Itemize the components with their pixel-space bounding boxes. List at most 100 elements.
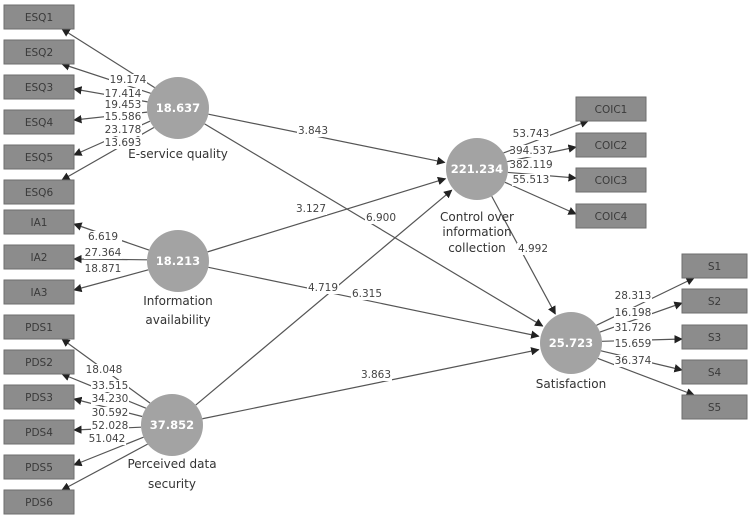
indicator-box[interactable]	[3, 489, 75, 515]
outer-loading-label: 17.414	[104, 88, 142, 100]
label-background	[512, 174, 550, 186]
loading-edge-ia2	[73, 254, 148, 264]
indicator-coic1[interactable]: COIC1	[575, 96, 647, 122]
indicator-pds4[interactable]: PDS4	[3, 419, 75, 445]
edge-labels-layer: 3.8436.9003.1276.3154.7193.8634.99219.17…	[84, 74, 652, 445]
indicator-esq2[interactable]: ESQ2	[3, 39, 75, 65]
indicator-ia2[interactable]: IA2	[3, 244, 75, 270]
indicator-box[interactable]	[575, 167, 647, 193]
indicator-esq3[interactable]: ESQ3	[3, 74, 75, 100]
indicator-pds2[interactable]: PDS2	[3, 349, 75, 375]
indicator-pds5[interactable]: PDS5	[3, 454, 75, 480]
indicator-pds3[interactable]: PDS3	[3, 384, 75, 410]
outer-loading-label: 19.174	[109, 74, 147, 86]
indicator-s5[interactable]: S5	[681, 394, 748, 420]
construct-circle[interactable]	[540, 312, 602, 374]
outer-loading-label: 6.619	[84, 231, 122, 243]
path-ia-to-coic	[207, 176, 447, 253]
indicator-box[interactable]	[3, 244, 75, 270]
indicator-ia3[interactable]: IA3	[3, 279, 75, 305]
path-coefficient-label: 3.127	[295, 203, 327, 215]
path-coefficient-label: 3.863	[360, 369, 392, 381]
construct-circle[interactable]	[147, 77, 209, 139]
path-coefficient-label: 4.992	[517, 243, 549, 255]
indicator-box[interactable]	[3, 384, 75, 410]
outer-loading-label: 30.592	[91, 407, 129, 419]
construct-name: Information	[143, 294, 212, 308]
label-background	[307, 282, 339, 294]
label-background	[104, 124, 142, 136]
indicator-box[interactable]	[3, 109, 75, 135]
indicator-s3[interactable]: S3	[681, 324, 748, 350]
indicator-s4[interactable]: S4	[681, 359, 748, 385]
label-background	[517, 243, 549, 255]
indicator-box[interactable]	[681, 359, 748, 385]
path-ia-to-s	[208, 266, 540, 339]
indicator-coic3[interactable]: COIC3	[575, 167, 647, 193]
indicator-pds1[interactable]: PDS1	[3, 314, 75, 340]
outer-loading-label: 19.453	[104, 99, 142, 111]
loading-edge-pds6	[61, 443, 148, 491]
outer-loading-label: 52.028	[91, 420, 129, 432]
indicator-box[interactable]	[3, 179, 75, 205]
indicator-box[interactable]	[3, 144, 75, 170]
outer-loading-value: 28.313	[615, 290, 652, 302]
label-background	[91, 407, 129, 419]
indicator-box[interactable]	[681, 288, 748, 314]
loading-edge-ia3	[73, 269, 149, 293]
indicator-box[interactable]	[575, 132, 647, 158]
construct-name: availability	[145, 313, 210, 327]
label-background	[512, 159, 550, 171]
indicator-coic2[interactable]: COIC2	[575, 132, 647, 158]
indicator-label: COIC2	[595, 140, 628, 152]
construct-circle[interactable]	[141, 394, 203, 456]
outer-loading-label: 36.374	[614, 355, 652, 367]
indicator-label: COIC1	[595, 104, 628, 116]
indicator-esq4[interactable]: ESQ4	[3, 109, 75, 135]
construct-name: security	[148, 477, 196, 491]
construct-circle[interactable]	[446, 138, 508, 200]
indicator-box[interactable]	[3, 209, 75, 235]
outer-loading-value: 18.871	[85, 263, 122, 275]
indicator-box[interactable]	[575, 203, 647, 229]
label-background	[512, 145, 550, 157]
indicator-box[interactable]	[681, 394, 748, 420]
indicator-ia1[interactable]: IA1	[3, 209, 75, 235]
outer-loading-value: 23.178	[105, 124, 142, 136]
indicator-box[interactable]	[3, 74, 75, 100]
indicator-label: ESQ3	[25, 82, 53, 94]
loading-edge-esq6	[61, 126, 155, 181]
indicator-s2[interactable]: S2	[681, 288, 748, 314]
indicator-box[interactable]	[3, 39, 75, 65]
indicator-label: PDS4	[25, 427, 53, 439]
indicator-box[interactable]	[3, 314, 75, 340]
path-coefficient-value: 3.127	[296, 203, 326, 215]
construct-value: 25.723	[549, 336, 593, 350]
indicator-label: IA1	[31, 217, 48, 229]
indicator-box[interactable]	[681, 324, 748, 350]
indicator-box[interactable]	[3, 349, 75, 375]
construct-circle[interactable]	[147, 230, 209, 292]
path-coic-to-s	[491, 195, 556, 315]
indicator-esq1[interactable]: ESQ1	[3, 4, 75, 30]
indicator-coic4[interactable]: COIC4	[575, 203, 647, 229]
outer-loading-value: 34.230	[92, 393, 129, 405]
indicator-box[interactable]	[3, 4, 75, 30]
indicator-box[interactable]	[3, 279, 75, 305]
indicator-s1[interactable]: S1	[681, 253, 748, 279]
indicator-esq6[interactable]: ESQ6	[3, 179, 75, 205]
indicator-box[interactable]	[575, 96, 647, 122]
outer-loading-label: 27.364	[84, 247, 122, 259]
indicator-pds6[interactable]: PDS6	[3, 489, 75, 515]
indicator-box[interactable]	[3, 454, 75, 480]
indicator-box[interactable]	[3, 419, 75, 445]
indicator-box[interactable]	[681, 253, 748, 279]
label-background	[614, 290, 652, 302]
indicator-esq5[interactable]: ESQ5	[3, 144, 75, 170]
